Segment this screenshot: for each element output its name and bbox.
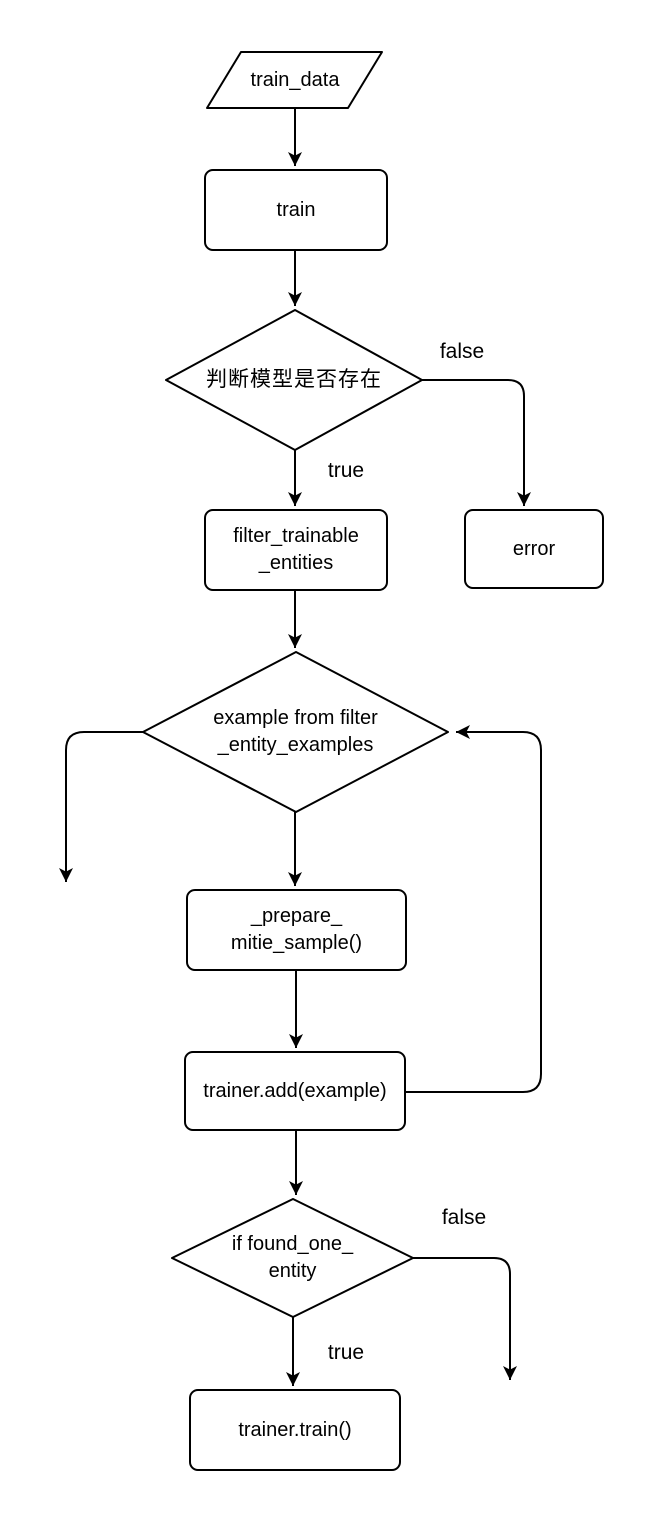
- edge-modelcheck-false-to-error: [420, 379, 531, 506]
- modelcheck-label: 判断模型是否存在: [206, 367, 382, 391]
- prepare-rect: [186, 889, 407, 971]
- filter-label: filter_trainable _entities: [233, 525, 359, 574]
- modelcheck-diamond: [165, 309, 423, 451]
- foundentity-label: if found_one_ entity: [231, 1233, 354, 1282]
- foundentity-false-label: false: [441, 1206, 487, 1229]
- exampleloop-diamond: [142, 651, 449, 813]
- exampleloop-label: example from filter _entity_examples: [213, 707, 378, 756]
- foundentity-true-label: true: [327, 1341, 365, 1364]
- modelcheck-true-label: true: [327, 459, 365, 482]
- traineradd-label: trainer.add(example): [203, 1079, 387, 1102]
- error-rect: [464, 509, 604, 589]
- trainertrain-rect: [189, 1389, 401, 1471]
- prepare-label: _prepare_ mitie_sample(): [230, 905, 363, 954]
- train-rect: [204, 169, 388, 251]
- train-label: train: [276, 198, 316, 221]
- trainertrain-label: trainer.train(): [238, 1418, 352, 1441]
- traineradd-rect: [184, 1051, 406, 1131]
- edge-traineradd-loop-to-exampleloop: [405, 725, 542, 1093]
- error-label: error: [512, 537, 556, 560]
- traindata-label: train_data: [250, 68, 340, 91]
- traindata-parallelogram: [206, 51, 383, 109]
- edge-exampleloop-exit-left: [59, 731, 143, 882]
- foundentity-diamond: [171, 1198, 414, 1318]
- filter-rect: [204, 509, 388, 591]
- modelcheck-false-label: false: [439, 340, 485, 363]
- edge-foundentity-false-exit: [413, 1257, 517, 1380]
